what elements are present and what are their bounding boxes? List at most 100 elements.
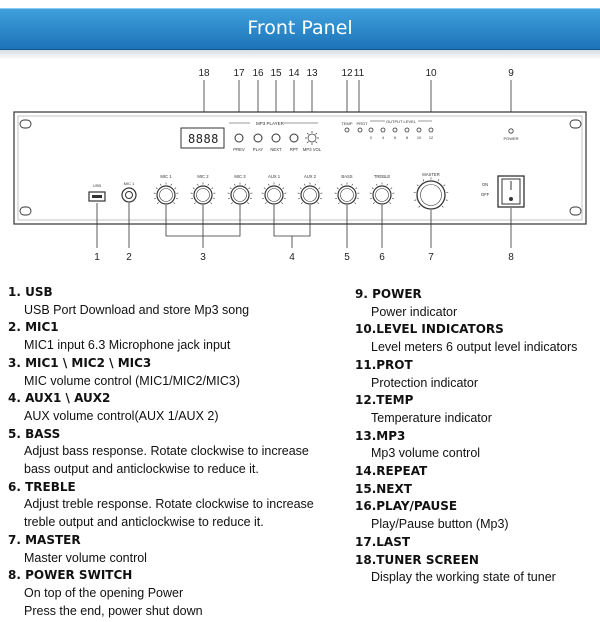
callout-16: 16 [252, 68, 264, 79]
knob-tick [248, 187, 251, 190]
knob-tick [337, 202, 340, 205]
bottom-leaders [96, 203, 512, 248]
rack-holes [19, 119, 582, 216]
legend-item-title: 9. POWER [355, 287, 422, 301]
knob-tick [389, 202, 392, 205]
knob-tick [335, 197, 338, 200]
svg-text:BASS: BASS [341, 174, 352, 179]
legend-item-title: 11.PROT [355, 357, 413, 372]
knob-tick [376, 183, 378, 186]
knob-mic2 [193, 185, 213, 205]
knob-tick [416, 184, 419, 187]
knob-tick [317, 202, 320, 205]
knob-tick [173, 202, 176, 205]
level-ticks: 0 4 6 8 10 12 [370, 136, 433, 140]
legend-item-title: 14.REPEAT [355, 464, 428, 479]
knob-aux1 [264, 185, 284, 205]
switch-on-label: ON [482, 182, 488, 187]
legend-item-title: 12.TEMP [355, 393, 414, 408]
legend-item-title: 1. USB [8, 285, 53, 299]
knob-tick [282, 187, 285, 190]
knob-tick [355, 187, 358, 190]
knob-mic3 [230, 185, 250, 205]
knob-tick [354, 202, 357, 205]
knob-mic1 [156, 185, 176, 205]
svg-text:12: 12 [429, 136, 433, 140]
knob-tick [263, 187, 266, 190]
knob-tick [298, 197, 301, 200]
knob-tick [299, 187, 302, 190]
front-panel-diagram: 18 17 16 15 14 13 12 11 10 9 MP3 PLAYER … [13, 68, 587, 263]
knob-tick [268, 183, 270, 186]
knob-treble [372, 185, 392, 205]
svg-text:MP3 VOL: MP3 VOL [303, 147, 322, 152]
knob-tick [278, 183, 280, 186]
callout-1: 1 [94, 252, 100, 263]
svg-text:8: 8 [406, 136, 408, 140]
callout-11: 11 [354, 68, 365, 79]
knob-tick [211, 187, 214, 190]
repeat-button [289, 133, 299, 143]
legend-item-description: Master volume control [24, 550, 147, 565]
knob-tick [197, 183, 199, 186]
legend-item-title: 4. AUX1 \ AUX2 [8, 391, 111, 406]
callout-13: 13 [306, 68, 318, 79]
knob-tick [175, 197, 178, 200]
banner: Front Panel [0, 8, 600, 50]
knob-master [416, 180, 446, 210]
knob-tick [437, 179, 440, 182]
knob-tick [244, 183, 246, 186]
legend-item-description: bass output and anticlockwise to reduce … [24, 462, 259, 477]
legend-item-description: Adjust treble response. Rotate clockwise… [24, 497, 314, 512]
level-leds [368, 127, 434, 133]
knob-tick [192, 187, 195, 190]
knob-tick [351, 183, 353, 186]
banner-shadow [0, 50, 600, 60]
callout-8: 8 [508, 252, 514, 263]
mp3-player-label: MP3 PLAYER [256, 121, 285, 126]
callout-10: 10 [425, 68, 437, 79]
knob-tick [414, 199, 417, 201]
knob-tick [300, 202, 303, 205]
knob-tick [160, 183, 162, 186]
knob-tick [230, 202, 233, 205]
svg-text:RPT: RPT [290, 147, 299, 152]
legend-item-description: MIC volume control (MIC1/MIC2/MIC3) [24, 373, 241, 388]
svg-text:PREV: PREV [233, 147, 245, 152]
svg-text:4: 4 [382, 136, 384, 140]
knob-tick [319, 197, 322, 200]
knob-tick [318, 187, 321, 190]
legend-item-description: MIC1 input 6.3 Microphone jack input [24, 338, 231, 353]
tuner-display-digits: 8888 [188, 132, 219, 146]
knob-tick [212, 197, 215, 200]
knob-tick [370, 197, 373, 200]
legend-item-description: Mp3 volume control [371, 446, 481, 461]
power-led [508, 128, 514, 134]
svg-text:AUX 1: AUX 1 [268, 174, 281, 179]
knob-tick [371, 187, 374, 190]
knob-tick [336, 187, 339, 190]
indicator-labels: TEMP PROT [341, 121, 368, 126]
banner-title: Front Panel [247, 17, 353, 39]
svg-text:10: 10 [417, 136, 421, 140]
knob-tick [155, 187, 158, 190]
callout-14: 14 [288, 68, 300, 79]
legend-item-description: Level meters 6 output level indicators [371, 340, 578, 355]
svg-text:MIC 3: MIC 3 [234, 174, 246, 179]
knob-tick [170, 183, 172, 186]
temp-led [344, 127, 350, 133]
usb-label: USB [93, 183, 102, 188]
prev-button [234, 133, 244, 143]
knob-tick [356, 197, 359, 200]
knob-tick [156, 202, 159, 205]
knob-aux2 [300, 185, 320, 205]
knob-tick [249, 197, 252, 200]
